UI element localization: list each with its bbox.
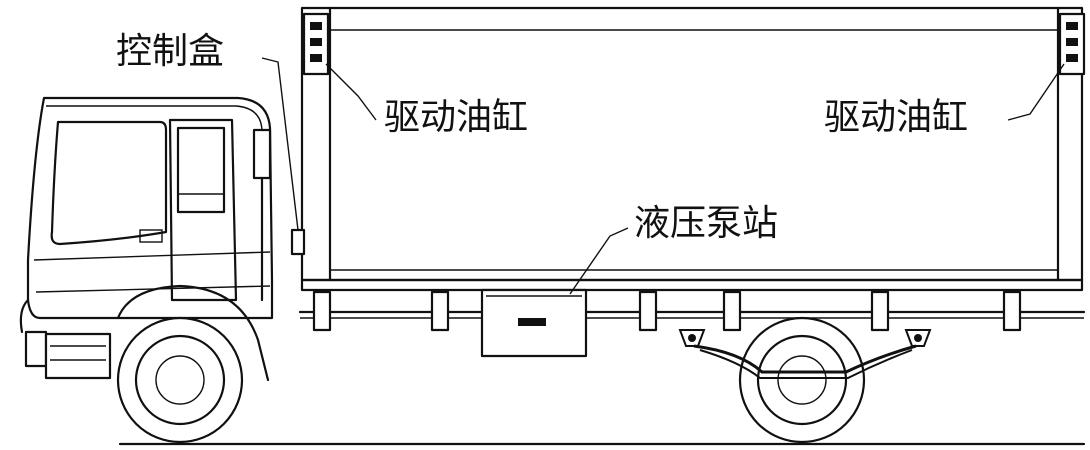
rear-wheel	[738, 316, 866, 444]
front-wheel	[116, 284, 270, 444]
label-control-box: 控制盒	[116, 31, 225, 72]
pump-station-box	[480, 288, 588, 358]
label-pump-station: 液压泵站	[634, 203, 779, 244]
label-cylinder-left: 驱动油缸	[384, 97, 529, 138]
cylinder-left-housing	[302, 12, 330, 76]
truck-cab	[19, 96, 274, 380]
label-cylinder-right: 驱动油缸	[824, 97, 969, 138]
chassis-posts	[312, 290, 1022, 332]
rear-suspension	[678, 329, 932, 379]
leader-lines	[261, 57, 1065, 295]
cargo-box	[298, 6, 1086, 319]
control-box	[290, 228, 306, 256]
